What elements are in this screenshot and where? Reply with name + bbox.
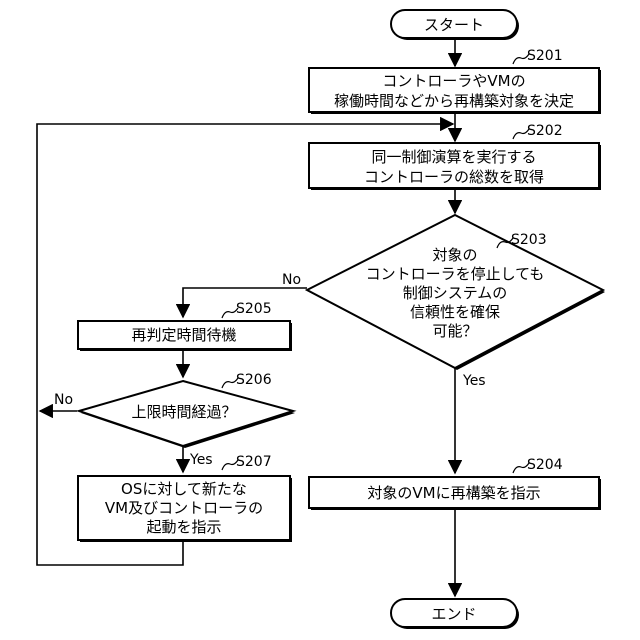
s203-line-1: 対象の (432, 246, 477, 264)
s203-line-3: 制御システムの (403, 284, 508, 302)
step-s207: OSに対して新たな VM及びコントローラの 起動を指示 S207 (78, 454, 292, 542)
s207-line-2: VM及びコントローラの (105, 499, 263, 517)
s204-line-1: 対象のVMに再構築を指示 (367, 484, 540, 502)
s201-id: S201 (527, 48, 563, 64)
s202-id: S202 (527, 123, 563, 139)
start-label: スタート (424, 16, 484, 34)
s206-yes-label: Yes (189, 452, 213, 468)
end-label: エンド (431, 605, 476, 623)
s207-line-3: 起動を指示 (146, 518, 221, 536)
s204-id: S204 (527, 457, 563, 473)
s202-line-2: コントローラの総数を取得 (364, 168, 544, 186)
s206-no-label: No (54, 392, 73, 408)
s203-line-2: コントローラを停止しても (366, 265, 545, 283)
decision-s203: 対象の コントローラを停止しても 制御システムの 信頼性を確保 可能？ S203… (282, 215, 605, 389)
s205-id: S205 (236, 301, 272, 317)
s203-no-label: No (282, 272, 301, 288)
step-s205: 再判定時間待機 S205 (78, 301, 292, 351)
s203-line-4: 信頼性を確保 (410, 303, 500, 321)
s203-id: S203 (511, 232, 547, 248)
end-terminal: エンド (391, 599, 519, 629)
s202-line-1: 同一制御演算を実行する (371, 148, 536, 166)
s203-line-5: 可能？ (432, 322, 477, 340)
s203-yes-label: Yes (462, 373, 486, 389)
s207-line-1: OSに対して新たな (121, 480, 247, 498)
s206-line-1: 上限時間経過？ (131, 403, 236, 421)
start-terminal: スタート (391, 10, 519, 40)
s207-id: S207 (236, 454, 272, 470)
s206-id: S206 (236, 372, 272, 388)
s205-line-1: 再判定時間待機 (131, 326, 236, 344)
s201-line-2: 稼働時間などから再構築対象を決定 (334, 92, 574, 110)
s201-line-1: コントローラやVMの (382, 72, 525, 90)
